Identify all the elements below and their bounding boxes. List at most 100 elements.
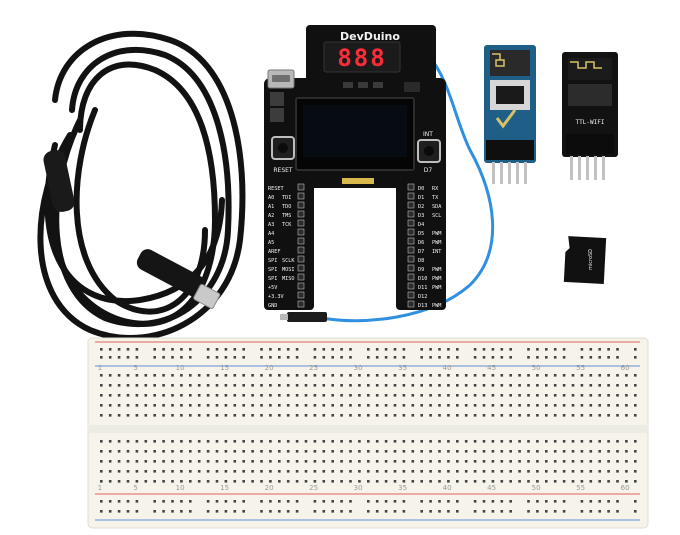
breadboard-hole: [224, 480, 228, 483]
breadboard-hole: [500, 450, 504, 453]
breadboard-hole: [527, 480, 530, 483]
breadboard-hole: [331, 404, 334, 407]
breadboard-hole: [482, 384, 486, 387]
breadboard-hole: [171, 394, 174, 397]
breadboard-hole: [589, 470, 593, 473]
breadboard-hole: [420, 510, 423, 513]
breadboard-hole: [518, 440, 521, 443]
pin-function-label: PWM: [432, 231, 441, 237]
breadboard-hole: [171, 450, 174, 453]
breadboard-hole: [447, 450, 450, 453]
breadboard-hole: [402, 510, 406, 513]
breadboard-hole: [393, 510, 397, 513]
breadboard-hole: [189, 414, 192, 417]
breadboard-hole: [171, 470, 174, 473]
breadboard-hole: [402, 414, 406, 417]
breadboard-hole: [286, 510, 290, 513]
breadboard-hole: [269, 394, 272, 397]
breadboard-hole: [393, 500, 397, 503]
breadboard-hole: [162, 404, 165, 407]
breadboard-hole: [598, 440, 601, 443]
breadboard-hole: [144, 384, 148, 387]
breadboard-hole: [518, 470, 521, 473]
breadboard-hole: [536, 440, 539, 443]
breadboard-hole: [473, 394, 477, 397]
breadboard-hole: [482, 500, 486, 503]
breadboard-hole: [375, 404, 379, 407]
breadboard-hole: [313, 348, 317, 351]
breadboard-hole: [286, 460, 290, 463]
pin-label: D1: [418, 195, 424, 201]
breadboard-hole: [562, 500, 566, 503]
breadboard-hole: [367, 450, 370, 453]
breadboard-hole: [135, 384, 139, 387]
breadboard-hole: [313, 450, 317, 453]
pin-function-label: TDO: [282, 204, 291, 210]
breadboard-hole: [295, 414, 299, 417]
breadboard-hole: [384, 348, 388, 351]
breadboard-hole: [322, 384, 326, 387]
breadboard-hole: [153, 404, 156, 407]
breadboard-hole: [518, 460, 521, 463]
breadboard-hole: [607, 414, 610, 417]
breadboard-hole: [545, 374, 548, 377]
breadboard-hole: [447, 500, 450, 503]
breadboard-hole: [509, 470, 512, 473]
breadboard-hole: [545, 384, 548, 387]
breadboard-hole: [509, 480, 512, 483]
breadboard-hole: [224, 500, 228, 503]
breadboard-hole: [233, 440, 237, 443]
pin-label: D8: [418, 258, 424, 264]
breadboard-hole: [491, 348, 495, 351]
breadboard-hole: [607, 460, 610, 463]
breadboard-hole: [242, 480, 245, 483]
breadboard-hole: [242, 394, 245, 397]
breadboard-hole: [402, 348, 406, 351]
column-number: 35: [398, 484, 407, 492]
breadboard-hole: [456, 450, 459, 453]
breadboard-hole: [286, 394, 290, 397]
breadboard-hole: [545, 348, 548, 351]
breadboard-hole: [144, 414, 148, 417]
breadboard-hole: [420, 450, 423, 453]
pin-label: RESET: [268, 186, 284, 192]
breadboard-hole: [313, 384, 317, 387]
int-label: INT: [423, 131, 433, 138]
breadboard-hole: [393, 460, 397, 463]
breadboard-hole: [571, 394, 575, 397]
jumper-wire: [320, 53, 495, 323]
breadboard-hole: [607, 374, 610, 377]
breadboard-hole: [429, 374, 432, 377]
breadboard-hole: [260, 480, 263, 483]
breadboard-hole: [313, 404, 317, 407]
breadboard-hole: [340, 414, 343, 417]
breadboard-hole: [189, 356, 192, 359]
breadboard-hole: [108, 356, 112, 359]
breadboard-hole: [553, 500, 557, 503]
breadboard-hole: [144, 480, 148, 483]
breadboard-hole: [375, 440, 379, 443]
breadboard-hole: [545, 450, 548, 453]
breadboard-hole: [135, 450, 139, 453]
breadboard-hole: [108, 470, 112, 473]
breadboard-hole: [598, 500, 601, 503]
breadboard-hole: [171, 460, 174, 463]
breadboard-hole: [402, 480, 406, 483]
breadboard-hole: [197, 440, 201, 443]
breadboard-hole: [242, 500, 245, 503]
breadboard-hole: [562, 404, 566, 407]
breadboard-hole: [242, 414, 245, 417]
breadboard-hole: [197, 414, 201, 417]
breadboard-hole: [367, 510, 370, 513]
micro-sd-card: microSD: [563, 236, 607, 285]
pin-label: D4: [418, 222, 424, 228]
breadboard-hole: [527, 348, 530, 351]
breadboard-hole: [375, 480, 379, 483]
board-title: DevDuino: [340, 30, 400, 43]
breadboard-hole: [322, 394, 326, 397]
breadboard-hole: [625, 470, 628, 473]
breadboard-hole: [553, 414, 557, 417]
breadboard-hole: [295, 404, 299, 407]
breadboard-hole: [233, 348, 237, 351]
breadboard-hole: [545, 404, 548, 407]
